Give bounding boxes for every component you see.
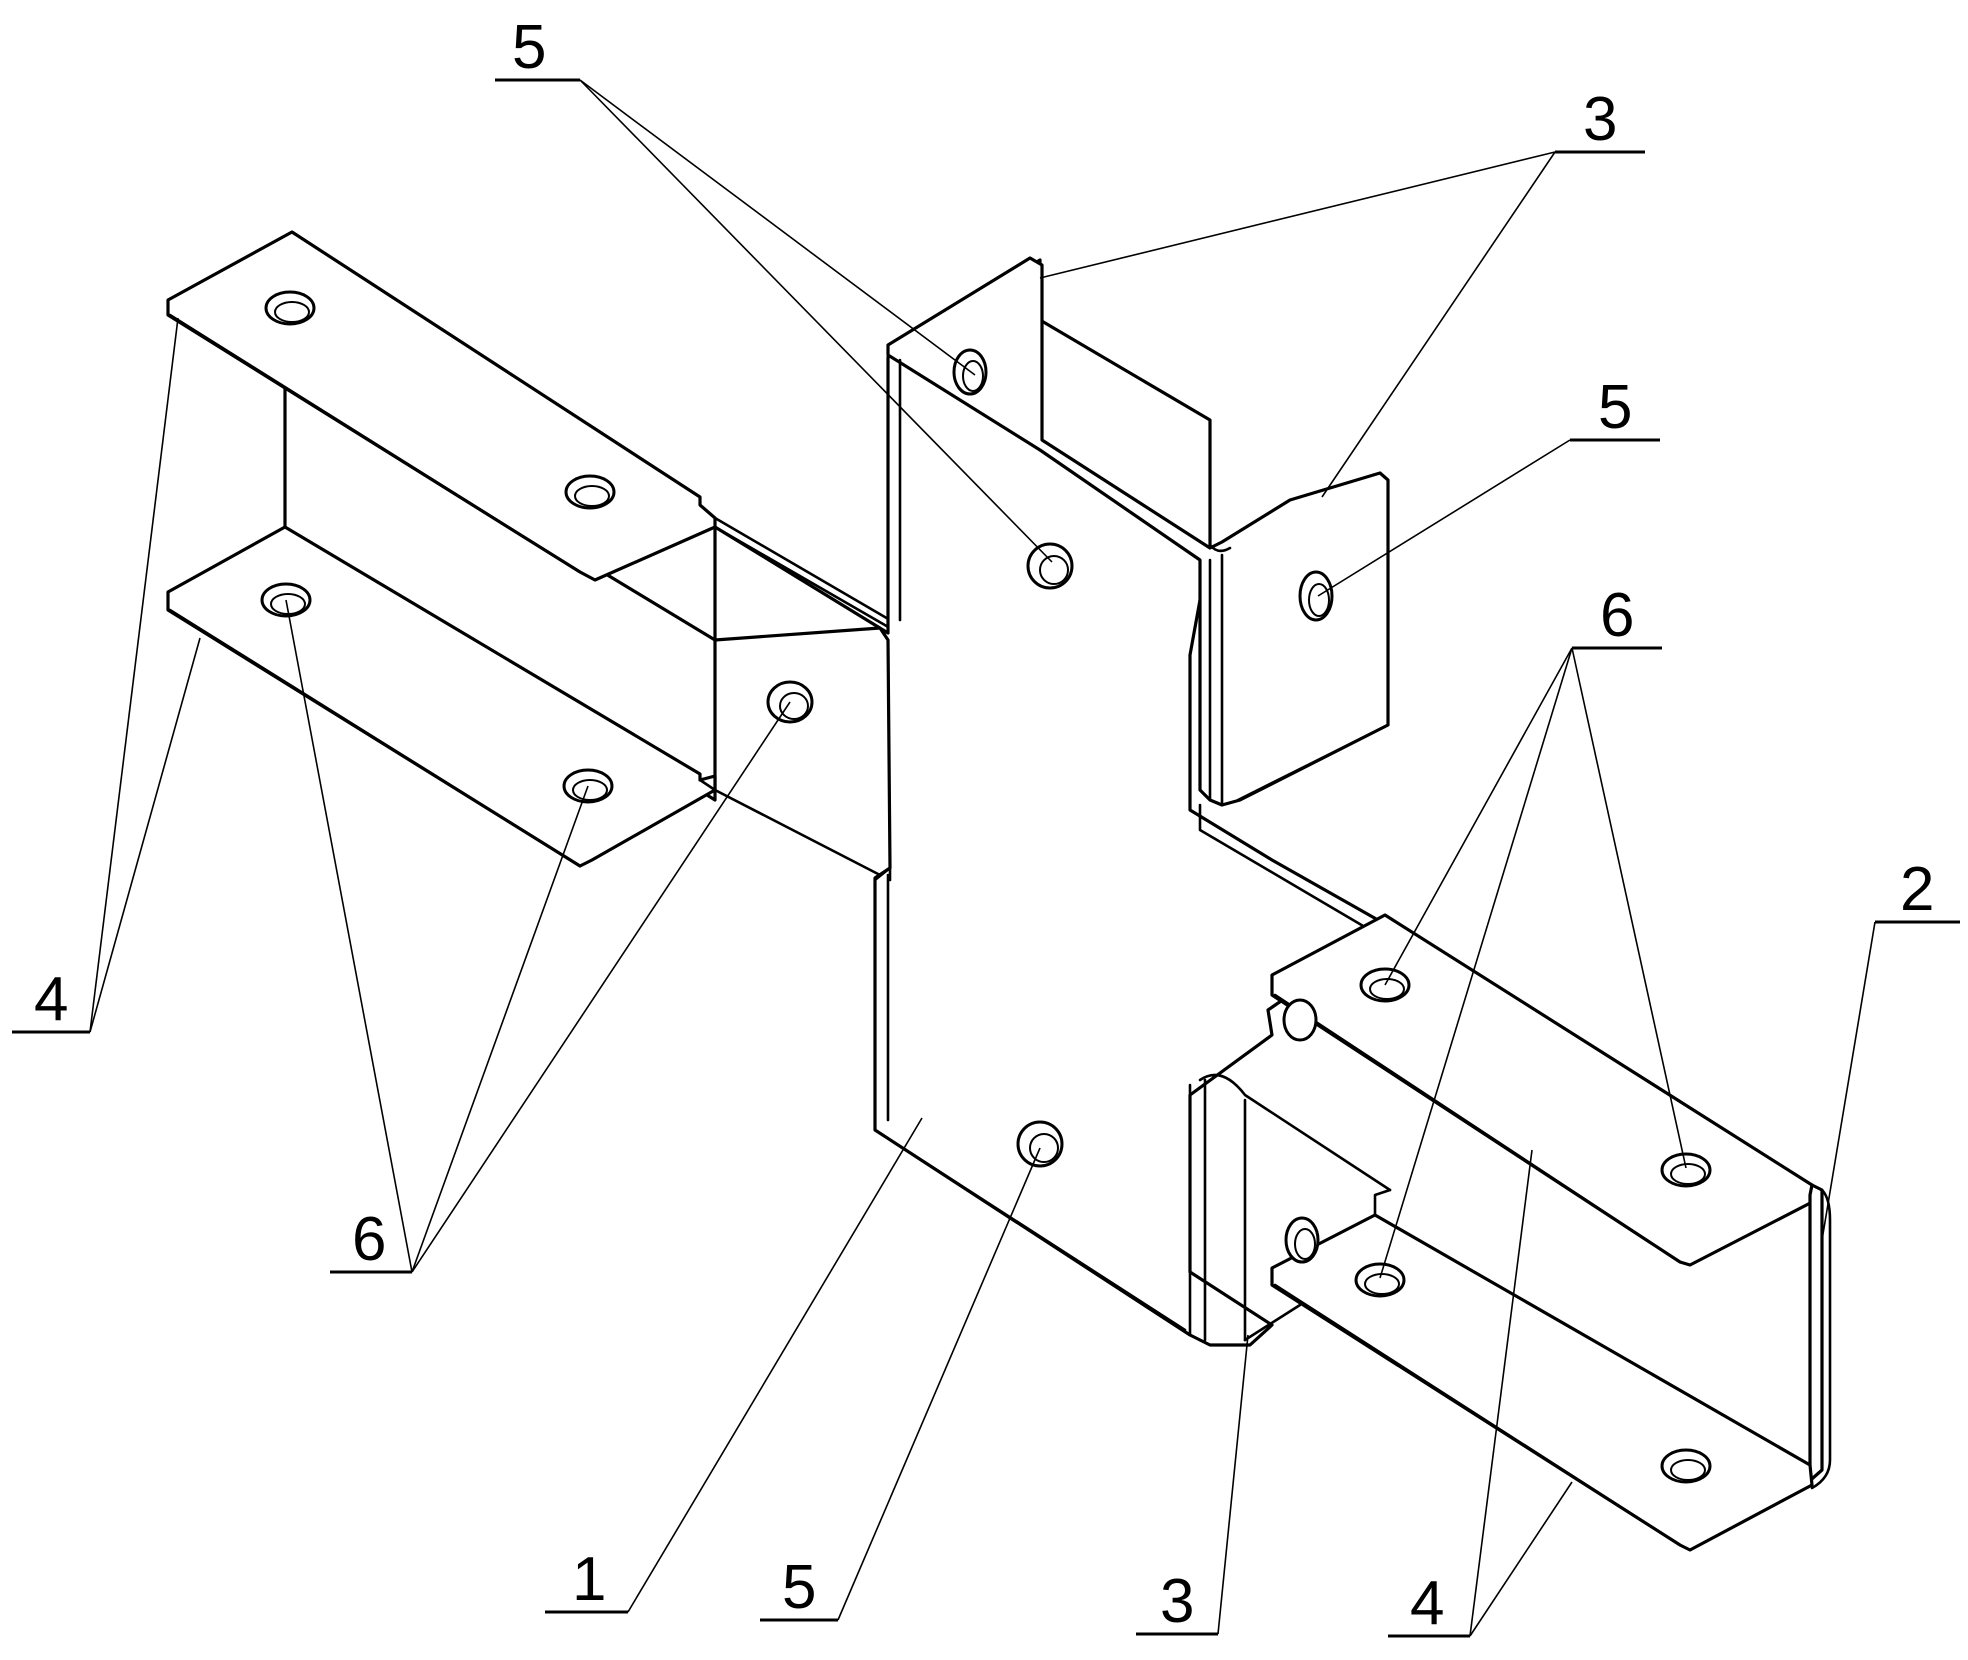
plate-bottom [873, 1128, 1187, 1332]
right-tab-bottom [1236, 723, 1390, 802]
leader-6-right-b [1571, 647, 1687, 1169]
leader-5-top-a [579, 79, 976, 376]
label-6-right: 6 [1600, 581, 1634, 650]
leader-4-left-a [89, 317, 179, 1033]
leader-2 [1821, 921, 1876, 1241]
label-5-right: 5 [1598, 373, 1632, 442]
right-bracket [1270, 913, 1832, 1552]
hole-right-lower-2 [1660, 1448, 1712, 1484]
label-2: 2 [1900, 855, 1934, 924]
leader-6-left-a [285, 599, 413, 1273]
right-upper-flange [1270, 913, 1822, 1267]
plate-notch [873, 866, 892, 882]
label-numbers: 5 3 5 6 2 4 6 1 5 3 4 [34, 13, 1934, 1638]
hole-plate-bottom [1016, 1120, 1064, 1168]
left-lower-flange-thickness [168, 608, 582, 868]
right-lower-back [1373, 1188, 1392, 1217]
leader-5-top-b [579, 79, 1053, 563]
label-6-left: 6 [352, 1205, 386, 1274]
right-web [1803, 1183, 1824, 1487]
leader-3-bottom [1217, 1334, 1249, 1635]
label-4-bottom: 4 [1410, 1569, 1444, 1638]
leader-5-bottom [837, 1147, 1041, 1621]
leader-6-left-c [411, 701, 791, 1273]
center-plate [713, 256, 1392, 1347]
leader-3-top-b [1321, 151, 1556, 498]
leader-1 [627, 1117, 923, 1613]
label-5-bottom: 5 [782, 1553, 816, 1622]
hole-right-edge [1282, 998, 1318, 1042]
leader-5-right [1317, 439, 1571, 597]
hole-left-upper-1 [264, 290, 316, 326]
hole-plate-top [1026, 542, 1074, 590]
plate-right-notch [1198, 803, 1372, 932]
label-shelves [12, 78, 1960, 1638]
label-3-bottom: 3 [1160, 1567, 1194, 1636]
label-4-left: 4 [34, 965, 68, 1034]
label-1: 1 [572, 1545, 606, 1614]
right-upper-thickness [1273, 993, 1682, 1264]
hole-right-tab [1298, 570, 1334, 622]
leader-6-left-b [411, 785, 589, 1273]
label-3-top: 3 [1583, 85, 1617, 154]
cross-plate [713, 258, 1380, 1347]
leader-4-left-b [89, 637, 201, 1033]
hole-right-lower-1 [1354, 1262, 1406, 1298]
leader-6-right-c [1379, 647, 1573, 1279]
leader-4-bottom-a [1469, 1149, 1533, 1637]
left-bracket [166, 230, 892, 877]
left-upper-flange-thickness [168, 313, 582, 574]
bottom-flange-base [1243, 1303, 1302, 1342]
left-lower-step [698, 778, 882, 877]
leader-lines [89, 79, 1876, 1637]
hole-bottom-flange [1284, 1216, 1320, 1264]
leader-6-right-a [1384, 647, 1573, 986]
right-lower-flange [1270, 1213, 1814, 1552]
leader-3-top-a [1039, 151, 1556, 279]
right-web-outer [1810, 1188, 1832, 1490]
bottom-flange-top [1198, 1073, 1392, 1192]
top-flange-bend [1208, 543, 1232, 553]
right-lower-thickness [1273, 1283, 1682, 1547]
hole-right-upper-2 [1660, 1152, 1712, 1188]
leader-4-bottom-b [1469, 1481, 1573, 1637]
hole-left-upper-2 [564, 474, 616, 510]
label-5-top: 5 [512, 13, 546, 82]
